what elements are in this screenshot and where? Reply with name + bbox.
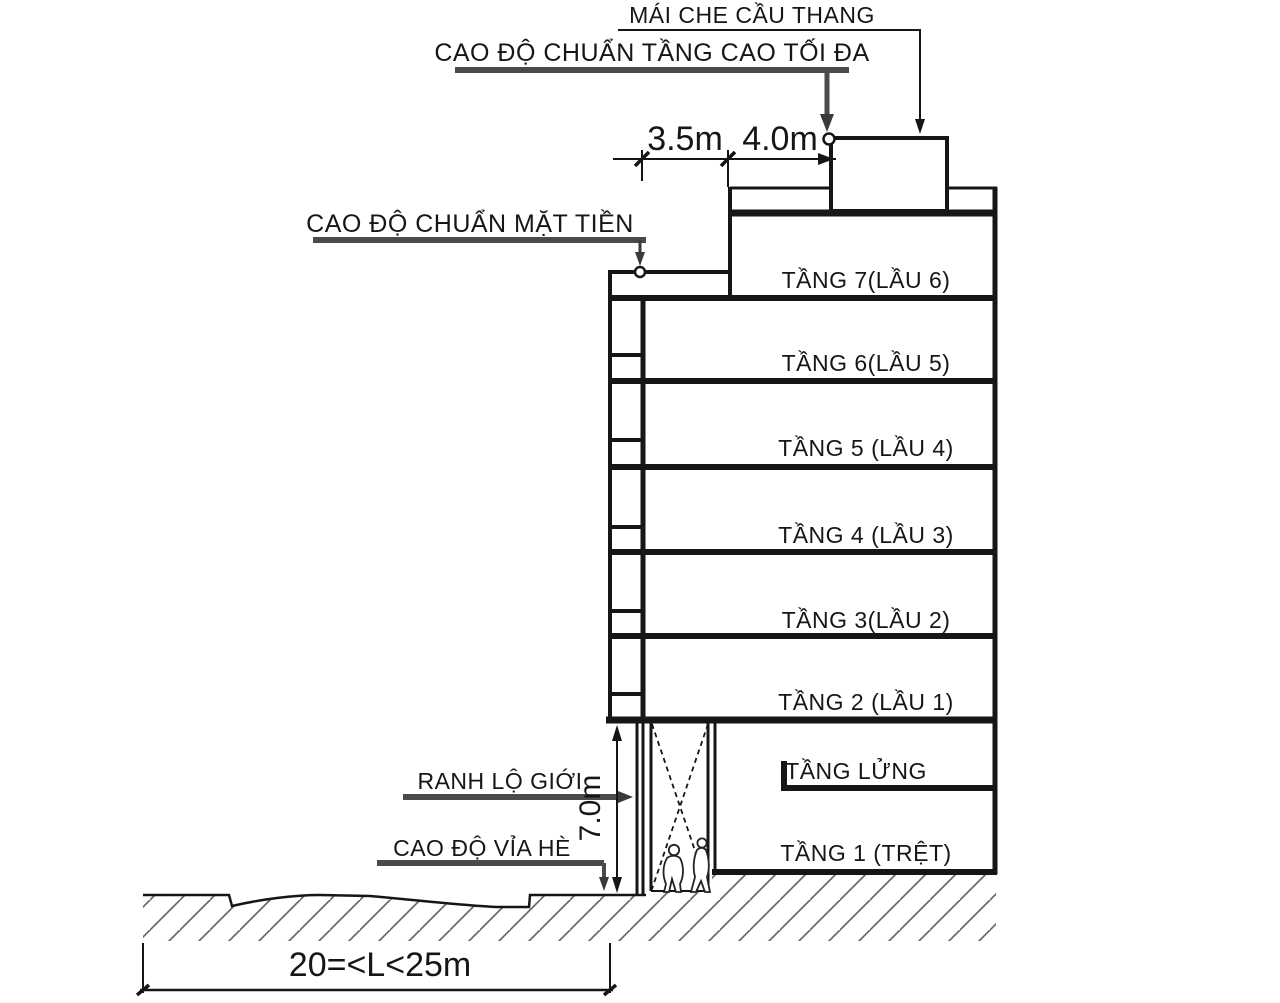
x-brace <box>651 723 709 890</box>
label-facade-datum: CAO ĐỘ CHUẨN MẶT TIỀN <box>306 209 634 238</box>
arrow-down-icon <box>915 119 925 134</box>
label-floor-7: TẦNG 7(LẦU 6) <box>782 266 951 293</box>
person-icon <box>689 846 712 893</box>
label-floor-4: TẦNG 4 (LẦU 3) <box>778 521 954 548</box>
building-outline <box>606 136 998 895</box>
pedestrian-figures <box>662 837 712 893</box>
dim-tick-icon <box>602 983 618 997</box>
arrow-down-icon <box>612 877 622 893</box>
road-surface-line <box>143 893 646 909</box>
datum-point-icon <box>633 265 647 279</box>
stair-roof-box <box>829 136 949 213</box>
label-max-height-datum: CAO ĐỘ CHUẨN TẦNG CAO TỐI ĐA <box>434 37 869 67</box>
datum-point-icon <box>822 132 836 146</box>
dim-tick-icon <box>719 150 737 168</box>
label-floor-1: TẦNG 1 (TRỆT) <box>780 839 951 866</box>
leader-stair-roof <box>618 29 925 134</box>
dim-text-3-5m: 3.5m <box>647 120 723 158</box>
label-sidewalk-level: CAO ĐỘ VỈA HÈ <box>393 833 571 861</box>
dim-text-4-0m: 4.0m <box>742 120 818 158</box>
arrow-down-icon <box>635 252 645 266</box>
arrow-down-icon <box>599 877 609 891</box>
leader-sidewalk-level <box>377 860 609 891</box>
arrow-down-icon <box>820 114 834 132</box>
leader-road-boundary <box>403 791 633 803</box>
ground-hatch <box>143 873 996 941</box>
label-floor-6: TẦNG 6(LẦU 5) <box>782 349 951 376</box>
dim-text-7-0m: 7.0m <box>574 775 607 842</box>
label-floor-2: TẦNG 2 (LẦU 1) <box>778 688 954 715</box>
leader-facade-datum <box>313 237 647 279</box>
leader-max-height <box>455 67 849 146</box>
person-icon <box>662 854 684 893</box>
label-floor-5: TẦNG 5 (LẦU 4) <box>778 434 954 461</box>
dimension-facade-height <box>612 725 622 893</box>
dimension-lot-frontage <box>135 943 618 997</box>
label-mezzanine: TẦNG LỬNG <box>785 756 927 784</box>
arrow-up-icon <box>612 725 622 741</box>
person-icon <box>667 843 681 857</box>
arrow-right-icon <box>618 791 633 803</box>
label-road-boundary: RANH LỘ GIỚI <box>417 767 582 794</box>
arrow-right-icon <box>818 153 834 165</box>
dim-tick-icon <box>135 983 151 997</box>
dim-text-lot-frontage: 20=<L<25m <box>289 946 471 984</box>
person-icon <box>696 837 708 849</box>
dimension-top-setbacks <box>613 150 836 187</box>
dim-tick-icon <box>633 150 651 168</box>
label-floor-3: TẦNG 3(LẦU 2) <box>782 606 951 633</box>
label-stair-roof: MÁI CHE CẦU THANG <box>629 1 875 28</box>
mezzanine-slab <box>781 761 997 791</box>
